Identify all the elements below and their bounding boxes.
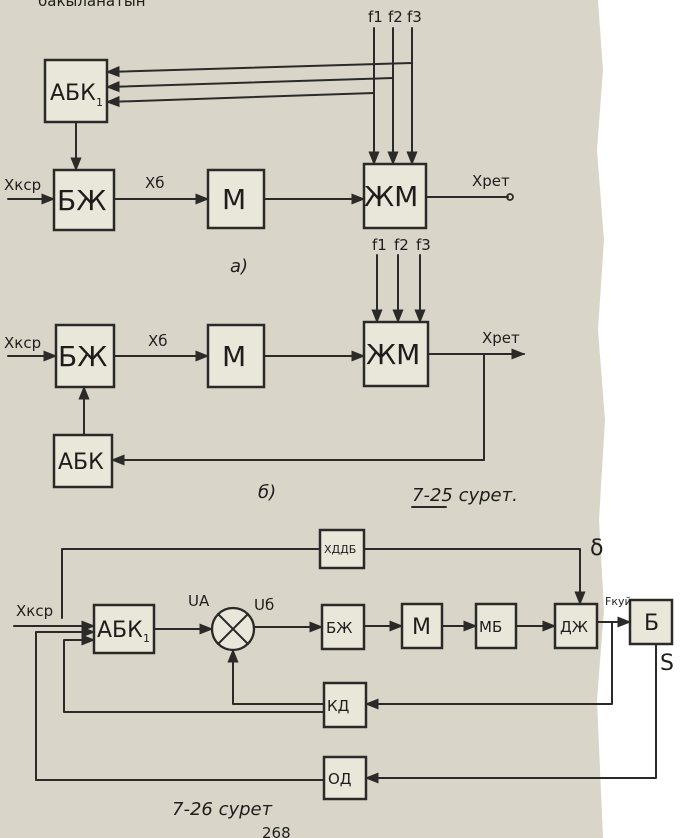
- fig-b-zhm-label: ЖМ: [366, 338, 420, 371]
- fig-b-x-ret: Xрет: [482, 329, 520, 347]
- fig-b-m-block: [206, 323, 266, 389]
- fig-726-od-block: [322, 755, 368, 801]
- fig-726-top-loop-right: [363, 548, 586, 606]
- fig-726-junction-cross-2: [217, 613, 249, 645]
- fig-726-kd-junction-arrow: [227, 648, 325, 705]
- fig-725-caption: 7-25 сурет.: [412, 485, 518, 506]
- fig-a-bzh-block: [52, 168, 116, 232]
- figure-a: АБК 1 БЖ М ЖМ Xкср Xб Xрет f1 f2 f3: [4, 8, 514, 277]
- fig-a-measure-f2-arrow: [105, 77, 394, 93]
- fig-726-b-block: [628, 598, 674, 646]
- fig-726-abk-subscript: 1: [143, 632, 150, 645]
- fig-726-s-od-arrow: [364, 643, 657, 784]
- fig-a-f1-label: f1: [368, 8, 383, 26]
- fig-a-output-terminal: [506, 193, 514, 201]
- fig-726-u-b: Uб: [254, 596, 274, 614]
- fig-a-abk-subscript: 1: [96, 96, 103, 109]
- fig-a-measure-f3-arrow: [105, 62, 413, 78]
- fig-726-m-label: М: [412, 615, 431, 640]
- fig-726-delta: δ: [590, 536, 603, 561]
- fig-726-kd-abk-arrow: [63, 634, 325, 713]
- fig-726-s: S: [660, 651, 674, 676]
- fig-a-x-ksr: Xкср: [4, 176, 41, 194]
- fig-b-x-b: Xб: [148, 332, 168, 350]
- fig-a-m-label: М: [222, 183, 246, 216]
- fig-726-od-label: ОД: [328, 770, 352, 788]
- fig-a-x-ret: Xрет: [472, 172, 510, 190]
- fig-726-u-a: UA: [188, 592, 210, 610]
- fig-a-label: а): [230, 256, 248, 277]
- fig-726-top-label: ХДДБ: [324, 543, 356, 556]
- fig-726-b-label: Б: [644, 611, 659, 636]
- fig-726-kd-label: КД: [327, 697, 349, 715]
- fig-b-bzh-label: БЖ: [58, 340, 107, 373]
- fig-b-abk-block: [52, 433, 114, 489]
- fig-726-f-kuy: Fкуй: [605, 595, 632, 608]
- fig-726-top-loop-left: [61, 548, 321, 619]
- fig-b-f1-label: f1: [372, 236, 387, 254]
- fig-b-feedback-arrow: [110, 353, 485, 466]
- fig-b-f3-label: f3: [416, 236, 431, 254]
- torn-paper-edge: [597, 0, 694, 838]
- fig-726-kd-block: [322, 681, 368, 729]
- fig-726-caption: 7-26 сурет: [172, 799, 273, 820]
- fig-a-f3-label: f3: [407, 8, 422, 26]
- fig-726-bzh-block: [320, 603, 366, 651]
- fig-a-bzh-label: БЖ: [57, 184, 106, 217]
- page-number: 268: [262, 824, 291, 838]
- fig-726-abk-label: АБК: [97, 618, 143, 643]
- fig-726-x-ksr: Xкср: [16, 602, 53, 620]
- fig-b-label: б): [258, 482, 276, 503]
- fig-726-output-kd-arrow: [364, 621, 613, 710]
- fig-726-od-abk-arrow: [35, 626, 325, 781]
- figure-b: БЖ М ЖМ АБК Xкср Xб Xрет f1 f2 f3 б) 7-2…: [4, 236, 526, 508]
- fig-a-x-b: Xб: [145, 174, 165, 192]
- fig-b-m-label: М: [222, 340, 246, 373]
- fig-a-abk-label: АБК: [50, 81, 96, 106]
- fig-b-x-ksr: Xкср: [4, 334, 41, 352]
- fig-a-zhm-label: ЖМ: [364, 180, 418, 213]
- fig-726-bzh-label: БЖ: [326, 619, 352, 637]
- top-text: бакыланатын: [38, 0, 146, 10]
- fig-b-f2-label: f2: [394, 236, 409, 254]
- fig-a-measure-f1-arrow: [105, 92, 375, 108]
- figure-7-26: ХДДБ АБК 1 БЖ М МБ ДЖ Б КД ОД Xкср UA Uб: [13, 528, 674, 838]
- fig-a-m-block: [206, 168, 266, 230]
- fig-726-m-block: [400, 602, 444, 650]
- fig-726-mb-label: МБ: [479, 618, 502, 636]
- fig-726-dzh-label: ДЖ: [560, 618, 588, 636]
- fig-a-f2-label: f2: [388, 8, 403, 26]
- fig-b-abk-label: АБК: [58, 450, 104, 475]
